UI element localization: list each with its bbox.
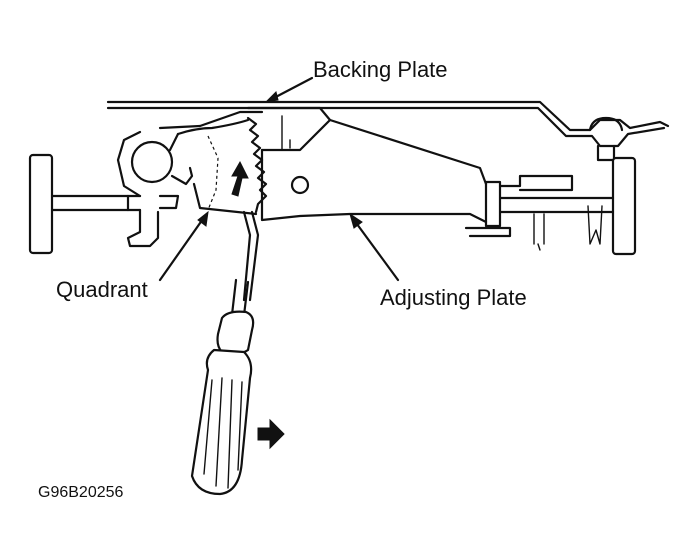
leader-adjusting-plate xyxy=(349,212,400,282)
right-end-block xyxy=(464,156,637,256)
quadrant xyxy=(116,110,268,248)
leader-backing-plate xyxy=(264,76,314,103)
figure-code: G96B20256 xyxy=(38,484,124,501)
screwdriver-icon xyxy=(190,278,255,496)
left-end-block xyxy=(28,153,142,255)
label-adjusting-plate: Adjusting Plate xyxy=(380,285,527,310)
arrow-up-icon xyxy=(231,160,249,197)
backing-plate xyxy=(106,100,670,162)
leader-quadrant xyxy=(158,210,209,282)
label-backing-plate: Backing Plate xyxy=(313,57,448,82)
label-quadrant: Quadrant xyxy=(56,277,148,302)
adjusting-plate xyxy=(242,106,488,302)
arrow-right-icon xyxy=(257,418,285,450)
